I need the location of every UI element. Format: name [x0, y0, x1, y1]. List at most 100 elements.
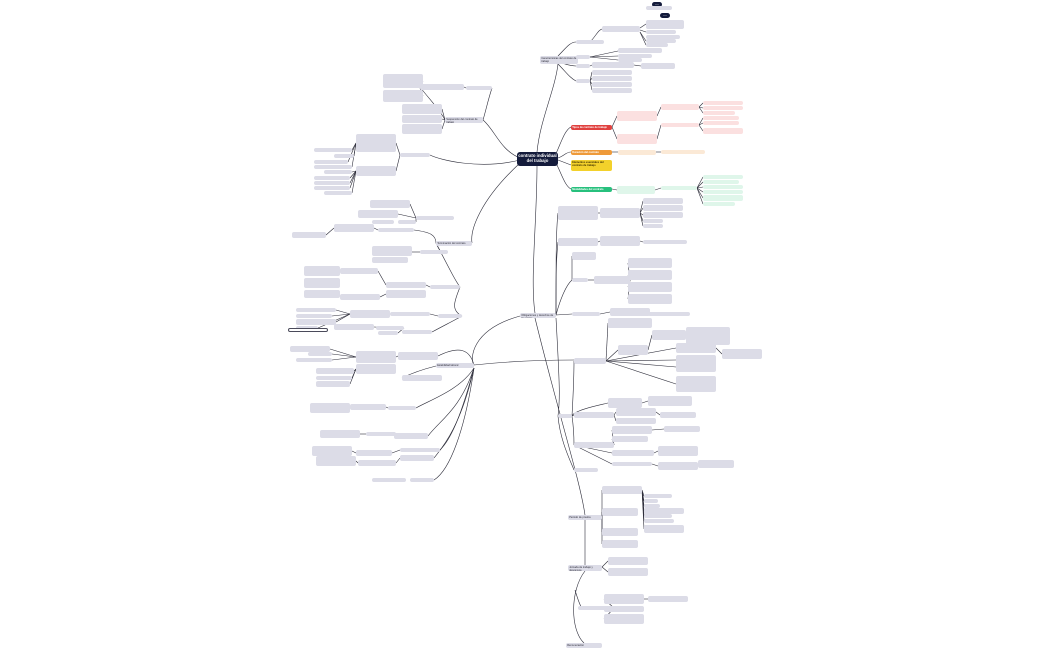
- detail-box[interactable]: [558, 414, 572, 418]
- detail-box[interactable]: [646, 20, 684, 29]
- detail-box[interactable]: [703, 106, 743, 110]
- detail-box[interactable]: [644, 525, 684, 533]
- root-topic[interactable]: contrato individual del trabajo: [517, 152, 558, 166]
- detail-box[interactable]: [617, 111, 657, 121]
- detail-box[interactable]: [576, 40, 604, 44]
- detail-box[interactable]: [296, 308, 336, 312]
- detail-box[interactable]: [612, 426, 652, 434]
- detail-box[interactable]: [604, 606, 644, 612]
- detail-box[interactable]: [617, 134, 657, 144]
- detail-box[interactable]: [304, 278, 340, 288]
- detail-box[interactable]: [296, 358, 332, 362]
- detail-box[interactable]: [646, 39, 676, 43]
- detail-box[interactable]: [386, 282, 426, 288]
- detail-box[interactable]: [574, 468, 598, 472]
- detail-box[interactable]: [314, 148, 352, 152]
- detail-box[interactable]: [334, 324, 374, 330]
- detail-box[interactable]: [324, 170, 352, 174]
- branch-left-top[interactable]: Suspensión del contrato de trabajo: [445, 117, 483, 123]
- detail-box[interactable]: [420, 250, 448, 254]
- detail-box[interactable]: [661, 150, 705, 154]
- detail-box[interactable]: [643, 219, 663, 223]
- detail-box[interactable]: [592, 70, 632, 75]
- detail-box[interactable]: [356, 450, 392, 456]
- detail-box[interactable]: [372, 478, 406, 482]
- detail-box[interactable]: [703, 195, 743, 201]
- badge-1[interactable]: ····: [652, 2, 662, 7]
- branch-left-mid[interactable]: Terminación del contrato: [436, 241, 472, 246]
- detail-box[interactable]: [386, 290, 426, 298]
- detail-box[interactable]: [592, 62, 634, 68]
- detail-box[interactable]: [572, 278, 588, 282]
- detail-box[interactable]: [438, 314, 462, 318]
- detail-box[interactable]: [350, 404, 386, 410]
- detail-box[interactable]: [376, 326, 404, 330]
- detail-box[interactable]: [648, 396, 692, 406]
- detail-box[interactable]: [648, 596, 688, 602]
- detail-box[interactable]: [370, 200, 410, 208]
- detail-box[interactable]: [644, 514, 672, 518]
- detail-box[interactable]: [618, 48, 662, 53]
- detail-box[interactable]: [661, 186, 697, 190]
- detail-box[interactable]: [314, 165, 352, 169]
- detail-box[interactable]: [334, 224, 374, 232]
- detail-box[interactable]: [316, 376, 352, 380]
- detail-box[interactable]: [572, 252, 596, 260]
- detail-box[interactable]: [310, 403, 350, 413]
- detail-box[interactable]: [618, 150, 656, 155]
- detail-box[interactable]: [398, 220, 416, 224]
- detail-box[interactable]: [356, 166, 396, 176]
- detail-box[interactable]: [643, 224, 663, 228]
- branch-right-main[interactable]: Obligaciones y derechos de las partes: [520, 313, 556, 318]
- detail-box[interactable]: [722, 349, 762, 359]
- detail-box[interactable]: [334, 154, 354, 158]
- detail-box[interactable]: [383, 74, 423, 88]
- detail-box[interactable]: [602, 26, 640, 32]
- badge-2[interactable]: ····: [660, 13, 670, 18]
- detail-box[interactable]: [558, 238, 598, 246]
- detail-box[interactable]: [646, 43, 668, 47]
- detail-box[interactable]: [661, 123, 699, 127]
- detail-box[interactable]: [660, 412, 696, 418]
- detail-box[interactable]: [703, 185, 743, 189]
- detail-box[interactable]: [314, 160, 348, 164]
- detail-box[interactable]: [628, 258, 672, 268]
- detail-box[interactable]: [618, 58, 642, 62]
- detail-box[interactable]: [402, 115, 442, 123]
- detail-box[interactable]: [578, 606, 614, 610]
- detail-box[interactable]: [646, 6, 672, 10]
- detail-box[interactable]: [644, 508, 684, 514]
- detail-box[interactable]: [296, 314, 332, 318]
- detail-box[interactable]: [356, 364, 396, 374]
- detail-box[interactable]: [402, 104, 442, 114]
- detail-box[interactable]: [292, 232, 326, 238]
- detail-box[interactable]: [600, 236, 640, 246]
- detail-box[interactable]: [400, 153, 430, 157]
- detail-box[interactable]: [390, 312, 430, 316]
- branch-top[interactable]: Características del contrato de trabajo: [540, 56, 578, 64]
- detail-box[interactable]: [643, 198, 683, 204]
- detail-box[interactable]: [350, 310, 390, 318]
- detail-box[interactable]: [312, 446, 352, 456]
- detail-box[interactable]: [648, 312, 690, 316]
- detail-box[interactable]: [402, 375, 442, 381]
- detail-box[interactable]: [608, 398, 642, 408]
- detail-box[interactable]: [703, 175, 743, 179]
- detail-box[interactable]: [602, 540, 638, 548]
- detail-box[interactable]: [394, 433, 428, 439]
- detail-box[interactable]: [604, 614, 644, 624]
- detail-box[interactable]: [602, 528, 638, 536]
- detail-box[interactable]: [703, 116, 739, 120]
- detail-box[interactable]: [366, 432, 396, 436]
- detail-box[interactable]: [316, 381, 350, 387]
- detail-box[interactable]: [400, 455, 434, 461]
- detail-box[interactable]: [576, 79, 590, 83]
- detail-box[interactable]: [358, 210, 398, 218]
- detail-box[interactable]: [608, 557, 648, 565]
- detail-box[interactable]: [617, 186, 655, 194]
- detail-box[interactable]: [644, 494, 672, 498]
- detail-box[interactable]: [612, 436, 648, 442]
- detail-box[interactable]: [608, 318, 652, 328]
- detail-box[interactable]: [628, 270, 672, 280]
- detail-box[interactable]: [572, 312, 600, 316]
